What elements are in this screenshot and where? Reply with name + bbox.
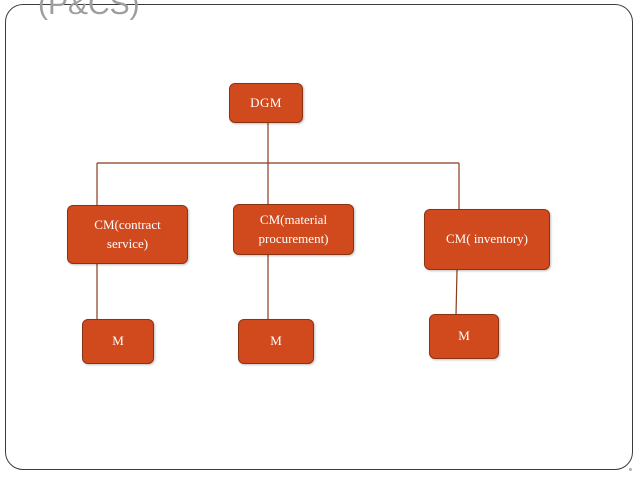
node-cm-contract-service: CM(contract service) <box>67 205 188 264</box>
node-dgm: DGM <box>229 83 303 123</box>
node-cm-contract-service-label: CM(contract service) <box>94 216 161 251</box>
node-staff-2-label: M <box>270 333 282 349</box>
node-staff-3: M <box>429 314 499 359</box>
node-staff-2: M <box>238 319 314 364</box>
page-number-mark <box>629 468 632 471</box>
node-dgm-label: DGM <box>250 94 282 110</box>
node-cm-material-procurement-label: CM(material procurement) <box>258 211 329 246</box>
connector-manager-3-to-staff <box>455 269 458 316</box>
node-cm-inventory-label: CM( inventory) <box>446 231 528 247</box>
node-staff-3-label: M <box>458 328 470 344</box>
node-cm-inventory: CM( inventory) <box>424 209 550 270</box>
slide-title: (P&CS) <box>38 0 140 21</box>
node-cm-material-procurement: CM(material procurement) <box>233 204 354 255</box>
node-staff-1: M <box>82 319 154 364</box>
node-staff-1-label: M <box>112 333 124 349</box>
